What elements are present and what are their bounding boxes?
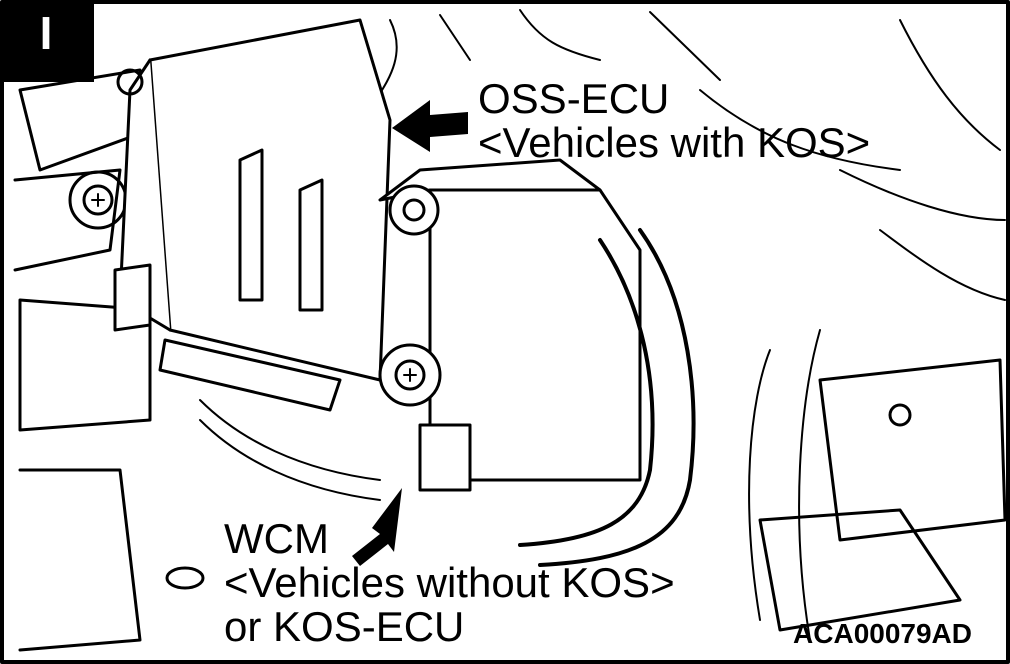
mounting-bracket bbox=[13, 168, 122, 272]
oss-ecu-connector bbox=[158, 338, 342, 412]
slot-hole bbox=[165, 566, 205, 590]
wire bbox=[798, 329, 821, 641]
callout-kos-ecu: or KOS-ECU bbox=[224, 603, 465, 650]
bolt-head bbox=[82, 184, 114, 216]
section-badge-label: I bbox=[39, 7, 53, 59]
arrow-top-icon bbox=[392, 100, 468, 152]
background-line bbox=[839, 169, 1006, 221]
lower-left-panel bbox=[18, 468, 142, 652]
callout-wcm-title: WCM bbox=[224, 515, 329, 562]
wire bbox=[748, 349, 771, 621]
background-line bbox=[519, 9, 601, 61]
background-line bbox=[439, 14, 471, 61]
background-line bbox=[649, 11, 721, 81]
wcm-clip bbox=[418, 423, 472, 492]
background-line bbox=[699, 89, 901, 171]
connector-terminal bbox=[238, 148, 264, 302]
clip bbox=[113, 263, 152, 332]
callout-oss-ecu-title: OSS-ECU bbox=[478, 75, 670, 122]
mount-hole bbox=[888, 403, 912, 427]
arrow-bottom-icon bbox=[352, 488, 402, 566]
bolt-head bbox=[394, 359, 426, 391]
bolt-cross bbox=[403, 368, 417, 382]
mount-hole bbox=[116, 68, 144, 96]
oss-ecu-body bbox=[148, 18, 392, 382]
wire-harness bbox=[199, 419, 381, 501]
callout-wcm-condition: <Vehicles without KOS> bbox=[224, 559, 675, 606]
figure-code: ACA00079AD bbox=[793, 618, 972, 649]
background-line bbox=[879, 229, 1006, 301]
callout-oss-ecu-condition: <Vehicles with KOS> bbox=[478, 119, 871, 166]
bolt-cross bbox=[91, 193, 105, 207]
right-panel bbox=[818, 358, 1007, 542]
wire-harness bbox=[538, 228, 696, 567]
right-panel bbox=[758, 508, 962, 632]
background-line bbox=[899, 19, 1001, 151]
wire-harness bbox=[199, 399, 381, 481]
lower-left-panel bbox=[18, 298, 152, 432]
bolt-head bbox=[388, 184, 440, 236]
wire-harness bbox=[518, 238, 655, 547]
bolt-head bbox=[402, 198, 426, 222]
section-badge bbox=[2, 2, 94, 82]
connector-terminal bbox=[298, 178, 324, 312]
